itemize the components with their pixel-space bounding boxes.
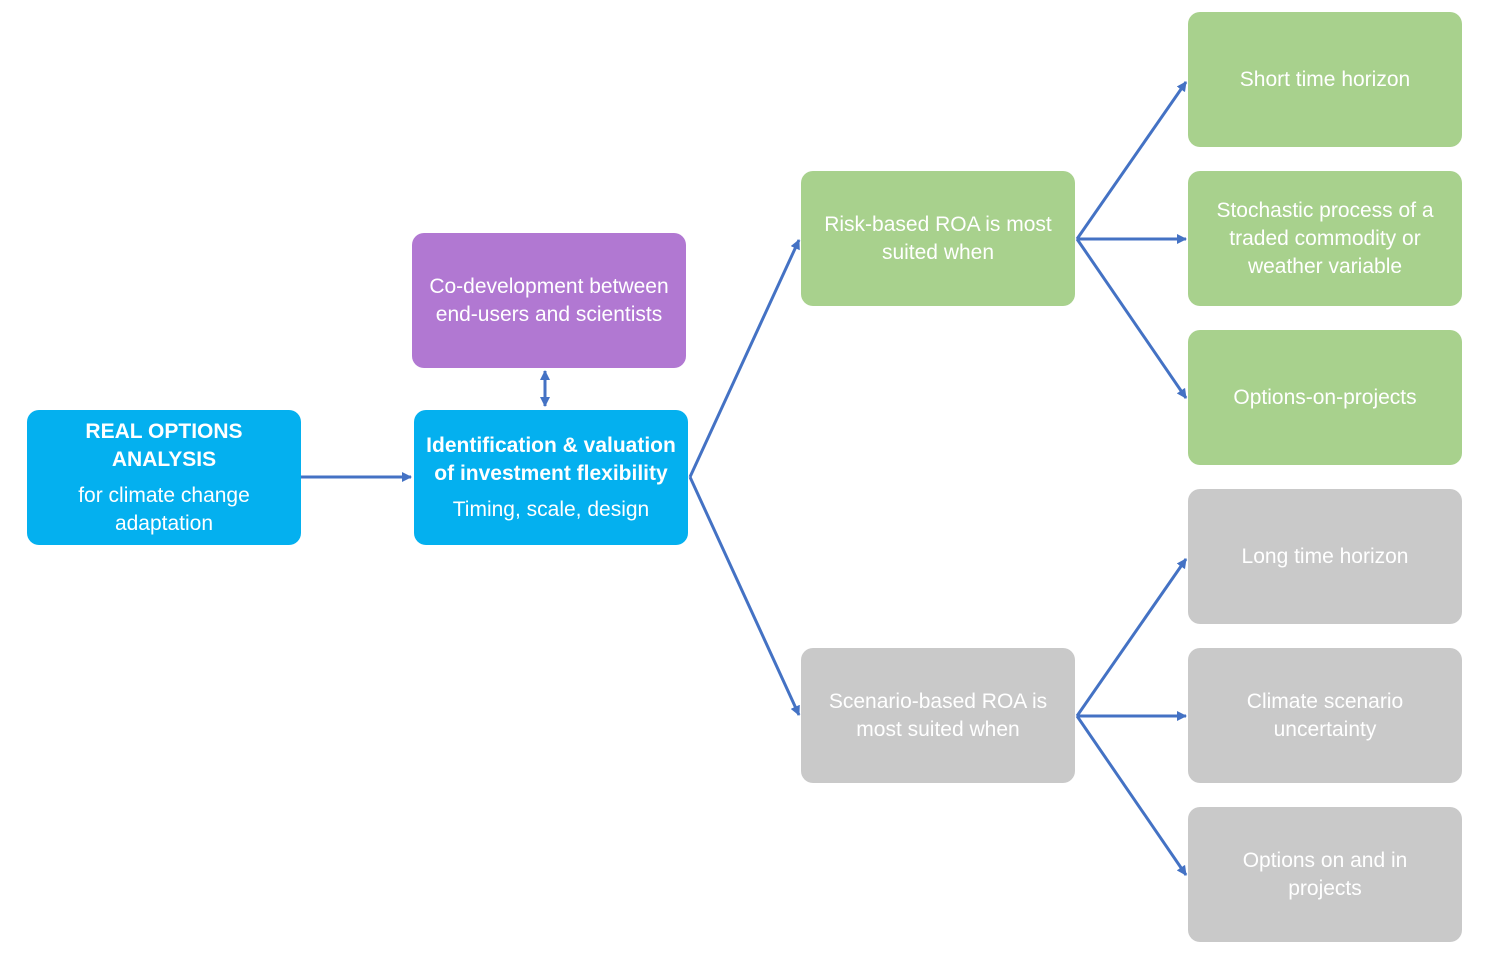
risk-based-box: Risk-based ROA is most suited when (801, 171, 1075, 306)
options-in-projects-text: Options on and in projects (1242, 848, 1408, 900)
identification-subtitle: Timing, scale, design (452, 497, 650, 521)
options-on-projects-box: Options-on-projects (1188, 330, 1462, 465)
short-horizon-text: Short time horizon (1239, 67, 1411, 91)
identification-box: Identification & valuation of investment… (414, 410, 688, 545)
codevelopment-text: Co-development between end-users and sci… (429, 274, 669, 326)
arrow-risk-to-short (1075, 81, 1188, 240)
stochastic-process-box: Stochastic process of a traded commodity… (1188, 171, 1462, 306)
arrow-risk-to-options-on (1075, 238, 1188, 399)
risk-based-text: Risk-based ROA is most suited when (824, 212, 1052, 264)
short-horizon-box: Short time horizon (1188, 12, 1462, 147)
arrow-scenario-to-options-in (1075, 715, 1188, 876)
options-on-projects-text: Options-on-projects (1233, 385, 1417, 409)
long-horizon-box: Long time horizon (1188, 489, 1462, 624)
roa-title: REAL OPTIONS ANALYSIS (85, 419, 243, 471)
climate-uncertainty-text: Climate scenario uncertainty (1246, 689, 1404, 741)
scenario-based-text: Scenario-based ROA is most suited when (828, 689, 1048, 741)
scenario-based-box: Scenario-based ROA is most suited when (801, 648, 1075, 783)
identification-title: Identification & valuation of investment… (426, 433, 676, 485)
stochastic-process-text: Stochastic process of a traded commodity… (1216, 198, 1434, 278)
climate-uncertainty-box: Climate scenario uncertainty (1188, 648, 1462, 783)
arrow-ident-to-risk (688, 239, 801, 478)
roa-box: REAL OPTIONS ANALYSIS for climate change… (27, 410, 301, 545)
roa-subtitle: for climate change adaptation (78, 483, 250, 535)
options-in-projects-box: Options on and in projects (1188, 807, 1462, 942)
long-horizon-text: Long time horizon (1241, 544, 1409, 568)
arrow-scenario-to-long (1075, 558, 1188, 717)
arrow-ident-to-scenario (688, 476, 801, 716)
codevelopment-box: Co-development between end-users and sci… (412, 233, 686, 368)
